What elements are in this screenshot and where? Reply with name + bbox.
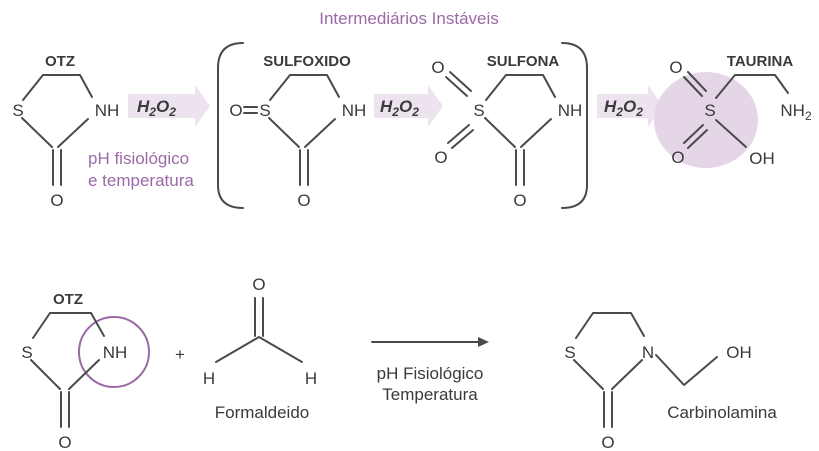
c-h-bonds (215, 336, 303, 363)
carbonyl-bond (299, 149, 309, 186)
h2o2-reagent-2: H2O2 (380, 97, 419, 119)
reaction-arrow-head (478, 337, 489, 347)
sulfur-atom: S (564, 343, 575, 362)
hydroxyl-group: OH (749, 149, 775, 168)
nh-group: NH (558, 101, 583, 120)
sulfona-molecule: SULFONA O S O NH O (431, 53, 582, 210)
carbinolamina-label: Carbinolamina (667, 403, 777, 422)
condition-temperature: e temperatura (88, 171, 194, 190)
sulfoxide-oxygen: O (229, 101, 242, 120)
sulfone-oxygen-top: O (431, 58, 444, 77)
formaldehyde-label: Formaldeido (215, 403, 310, 422)
s-o-double-bond-top (683, 71, 707, 97)
sulfur-atom: S (12, 101, 23, 120)
reaction-arrow-2 (374, 85, 443, 127)
hydroxyl-group: OH (726, 343, 752, 362)
ring-bonds-bottom (573, 359, 643, 390)
s-o-double-bond-bottom (683, 124, 708, 149)
carbonyl-bond (60, 391, 70, 428)
sulfur-atom: S (21, 343, 32, 362)
hydrogen-right: H (305, 369, 317, 388)
s-o-double-bond-bottom (447, 124, 474, 149)
hydrogen-left: H (203, 369, 215, 388)
nitrogen-atom: N (642, 343, 654, 362)
ring-bonds-top (575, 312, 645, 339)
s-o-double-bond-top (445, 71, 472, 97)
oxygen-atom: O (50, 191, 63, 210)
oxygen-atom: O (297, 191, 310, 210)
h2o2-reagent-3: H2O2 (604, 97, 643, 119)
oxygen-top: O (669, 58, 682, 77)
nh-group: NH (95, 101, 120, 120)
bracket-right (561, 42, 588, 209)
ring-bonds-top (269, 74, 340, 101)
sulfonic-group-highlight (654, 72, 758, 168)
sulfur-atom: S (259, 101, 270, 120)
oxygen-atom: O (252, 275, 265, 294)
otz-molecule-top: OTZ S NH O (12, 53, 119, 210)
oxygen-atom: O (513, 191, 526, 210)
s-o-double-bond (243, 106, 258, 114)
oxygen-atom: O (601, 433, 614, 451)
ring-bonds-bottom (268, 117, 336, 148)
bracket-left (217, 42, 244, 209)
taurina-label: TAURINA (727, 53, 794, 70)
sulfur-atom: S (704, 101, 715, 120)
ring-bonds-top (22, 74, 93, 101)
oxygen-bottom: O (671, 148, 684, 167)
sulfoxido-label: SULFOXIDO (263, 53, 351, 70)
sulfona-label: SULFONA (487, 53, 560, 70)
s-oh-bond (715, 119, 747, 148)
carbonyl-bond (52, 149, 62, 186)
reaction-arrow-1 (128, 85, 210, 127)
reaction-arrow-3 (597, 85, 663, 127)
nh-highlight-circle (78, 316, 150, 388)
condition-ph: pH fisiológico (88, 149, 189, 168)
formaldehyde-molecule: O H H Formaldeido (203, 275, 317, 422)
sulfoxido-molecule: SULFOXIDO O S NH O (229, 53, 366, 210)
ring-bonds-top (32, 312, 105, 339)
otz-label: OTZ (45, 53, 75, 70)
sulfur-atom: S (473, 101, 484, 120)
carbonyl-bond (603, 391, 613, 428)
condition-temperature: Temperatura (382, 385, 478, 404)
c-o-double-bond (254, 297, 264, 337)
otz-molecule-bottom: OTZ S NH O (21, 291, 150, 451)
sulfone-oxygen-bottom: O (434, 148, 447, 167)
ring-bonds-top (485, 74, 556, 101)
condition-ph: pH Fisiológico (377, 364, 484, 383)
h2o2-reagent-1: H2O2 (137, 97, 176, 119)
ring-bonds-bottom (30, 359, 100, 390)
otz-label: OTZ (53, 291, 83, 308)
plus-sign: + (175, 345, 185, 364)
carbon-chain (715, 74, 789, 99)
nh-group: NH (342, 101, 367, 120)
carbinolamina-molecule: S N OH O Carbinolamina (564, 312, 777, 451)
taurina-molecule: TAURINA O S NH2 O OH (654, 53, 812, 168)
ch2-oh-chain (655, 354, 718, 386)
intermediates-title: Intermediários Instáveis (319, 9, 499, 28)
amino-group: NH2 (780, 101, 812, 123)
ring-bonds-bottom (21, 117, 89, 148)
nh-group: NH (103, 343, 128, 362)
carbonyl-bond (515, 149, 525, 186)
oxygen-atom: O (58, 433, 71, 451)
ring-bonds-bottom (484, 117, 552, 148)
